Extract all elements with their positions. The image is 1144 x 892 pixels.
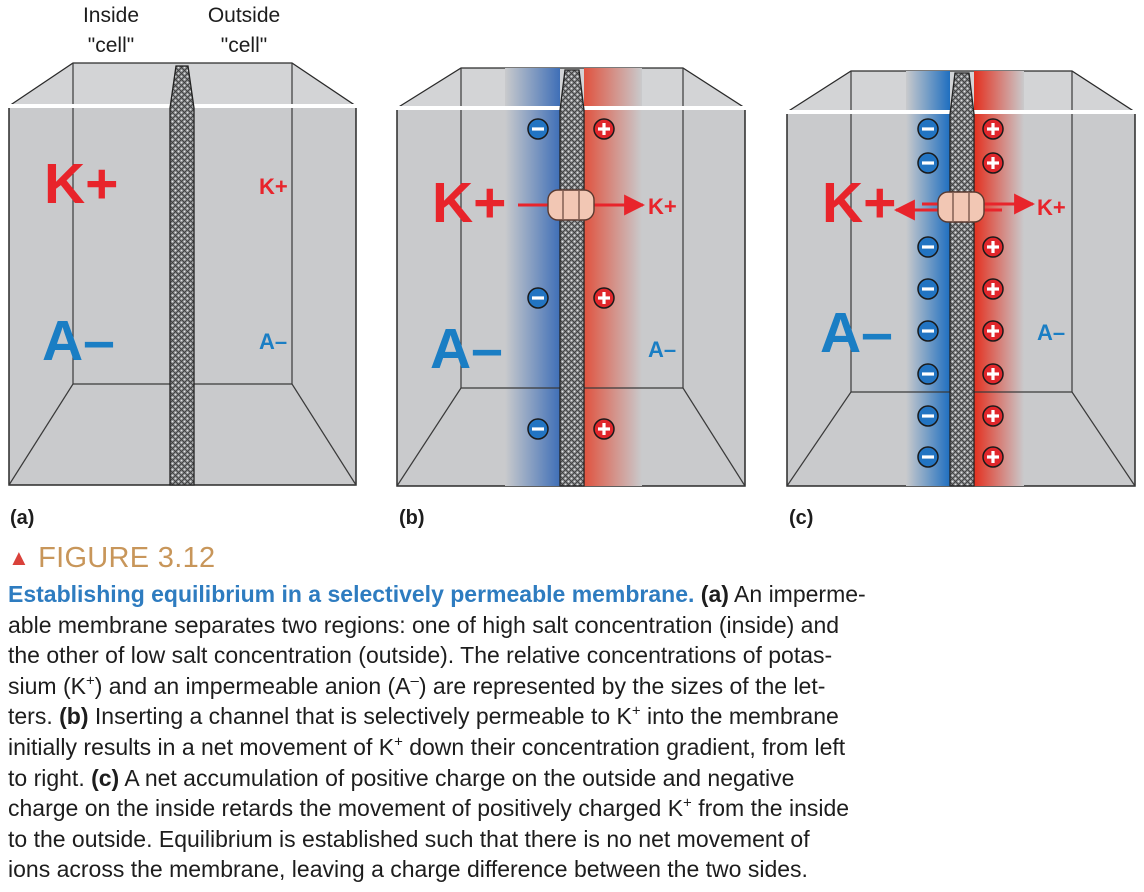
figure-number-line: ▲ FIGURE 3.12 <box>8 541 1138 577</box>
positive-charge-icon <box>982 446 1004 468</box>
figure-caption: Establishing equilibrium in a selectivel… <box>8 579 1138 885</box>
panel-b-label: (b) <box>399 507 425 529</box>
panel-a-membrane <box>169 65 195 486</box>
figure-diagrams: Inside "cell" Outside "cell" K+ K+ A– A–… <box>5 4 1140 529</box>
positive-charge-icon <box>982 236 1004 258</box>
panel-c: K+ K+ A– A– (c) <box>783 70 1140 529</box>
panel-a-anion-inside: A– <box>42 309 115 373</box>
figure-number: FIGURE 3.12 <box>38 542 216 574</box>
positive-charge-icon <box>982 152 1004 174</box>
positive-charge-icon <box>593 418 615 440</box>
panel-b-positive-zone <box>584 68 642 486</box>
panel-c-label: (c) <box>789 507 813 529</box>
panel-c-k-inside: K+ <box>822 171 896 235</box>
panel-a-anion-outside: A– <box>259 329 287 354</box>
panel-c-membrane <box>949 72 975 487</box>
negative-charge-icon <box>527 418 549 440</box>
panel-a-k-inside: K+ <box>44 152 118 216</box>
positive-charge-icon <box>982 363 1004 385</box>
panel-b-anion-outside: A– <box>648 337 676 362</box>
inside-label-line1: Inside <box>83 4 139 27</box>
positive-charge-icon <box>982 320 1004 342</box>
negative-charge-icon <box>917 278 939 300</box>
panel-c-anion-inside: A– <box>820 301 893 365</box>
outside-label-line2: "cell" <box>221 34 267 57</box>
ion-channel-icon <box>547 189 595 221</box>
positive-charge-icon <box>982 405 1004 427</box>
positive-charge-icon <box>593 118 615 140</box>
negative-charge-icon <box>527 287 549 309</box>
inside-label-line2: "cell" <box>88 34 134 57</box>
negative-charge-icon <box>527 118 549 140</box>
charge-icons <box>527 118 1004 468</box>
ion-channel-icon <box>937 191 985 223</box>
panel-b-k-inside: K+ <box>432 171 506 235</box>
negative-charge-icon <box>917 405 939 427</box>
negative-charge-icon <box>917 363 939 385</box>
panel-b-k-outside: K+ <box>648 194 677 219</box>
panel-a: K+ K+ A– A– (a) <box>5 62 360 529</box>
figure-caption-block: ▲ FIGURE 3.12 Establishing equilibrium in… <box>8 541 1138 885</box>
caption-body: (a) An imperme-able membrane separates t… <box>8 581 866 883</box>
negative-charge-icon <box>917 236 939 258</box>
negative-charge-icon <box>917 152 939 174</box>
panel-b-membrane <box>559 69 585 487</box>
panel-a-k-outside: K+ <box>259 174 288 199</box>
negative-charge-icon <box>917 320 939 342</box>
outside-label-line1: Outside <box>208 4 280 27</box>
panel-b-anion-inside: A– <box>430 317 503 381</box>
positive-charge-icon <box>982 278 1004 300</box>
negative-charge-icon <box>917 446 939 468</box>
triangle-marker-icon: ▲ <box>8 545 31 570</box>
negative-charge-icon <box>917 118 939 140</box>
panel-a-label: (a) <box>10 507 34 529</box>
positive-charge-icon <box>593 287 615 309</box>
panel-c-k-outside: K+ <box>1037 195 1066 220</box>
panel-c-anion-outside: A– <box>1037 320 1065 345</box>
caption-title: Establishing equilibrium in a selectivel… <box>8 581 695 607</box>
panel-b: K+ K+ A– A– (b) <box>393 67 749 529</box>
positive-charge-icon <box>982 118 1004 140</box>
